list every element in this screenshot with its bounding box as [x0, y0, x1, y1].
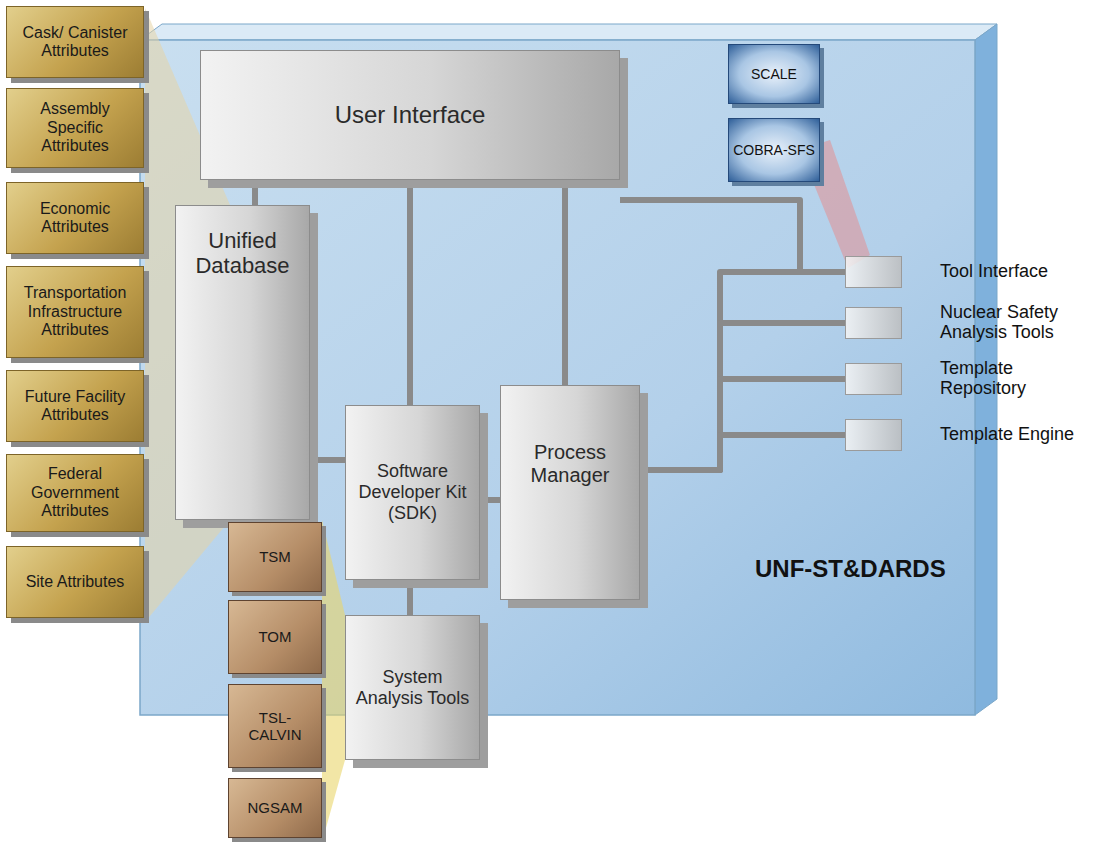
node-label: Assembly Specific Attributes	[13, 100, 137, 155]
node-label: Cask/ Canister Attributes	[13, 24, 137, 61]
tool-box: TOM	[228, 600, 322, 674]
component-box: Process Manager	[500, 385, 640, 600]
layer-block	[845, 419, 902, 451]
attribute-box: Transportation Infrastructure Attributes	[6, 266, 144, 358]
repository-layer: Template Repository	[845, 356, 1090, 402]
interface-layer: Tool Interface	[845, 255, 1090, 289]
component-box: Software Developer Kit (SDK)	[345, 405, 480, 580]
tool-box: TSM	[228, 522, 322, 592]
node-label: Template Repository	[940, 359, 1090, 399]
panel-title: UNF-ST&DARDS	[755, 555, 946, 583]
node-label: Process Manager	[509, 441, 631, 487]
tool-layer: Nuclear Safety Analysis Tools	[845, 298, 1090, 348]
node-label: Future Facility Attributes	[13, 388, 137, 425]
pipe-connector	[620, 200, 845, 272]
attribute-box: Federal Government Attributes	[6, 454, 144, 532]
node-label: TSL-CALVIN	[233, 709, 317, 744]
layer-block	[845, 307, 902, 339]
node-label: Transportation Infrastructure Attributes	[13, 284, 137, 339]
engine-layer: Template Engine	[845, 412, 1090, 458]
pipe-connector	[640, 435, 845, 470]
attribute-box: Future Facility Attributes	[6, 370, 144, 442]
pipe-connector	[640, 379, 845, 470]
tool-box: NGSAM	[228, 778, 322, 838]
node-label: Site Attributes	[26, 573, 125, 591]
node-label: User Interface	[335, 101, 486, 129]
node-label: System Analysis Tools	[354, 667, 471, 708]
tools-fan	[322, 520, 345, 842]
node-label: TOM	[258, 628, 291, 645]
pipe-connector	[252, 180, 258, 205]
pipe-connector	[480, 497, 500, 503]
node-label: Federal Government Attributes	[13, 465, 137, 520]
node-label: Nuclear Safety Analysis Tools	[940, 303, 1090, 343]
pipe-connector	[310, 457, 345, 463]
analysis-code-box: SCALE	[728, 44, 820, 104]
node-label: Unified Database	[184, 228, 301, 279]
pipe-connector	[407, 580, 413, 615]
interface-box: User Interface	[200, 50, 620, 180]
panel-top	[140, 24, 997, 40]
node-label: SCALE	[751, 66, 797, 82]
layer-block	[845, 256, 902, 288]
attribute-box: Site Attributes	[6, 546, 144, 618]
node-label: COBRA-SFS	[733, 142, 815, 158]
pipe-connector	[640, 272, 845, 470]
node-label: NGSAM	[247, 799, 302, 816]
pipe-connector	[640, 323, 845, 470]
node-label: Software Developer Kit (SDK)	[354, 461, 471, 523]
pipe-connector	[562, 180, 568, 385]
pipe-connector	[407, 180, 413, 405]
node-label: Template Engine	[940, 425, 1074, 445]
component-box: System Analysis Tools	[345, 615, 480, 760]
panel-face	[140, 40, 975, 715]
node-label: Tool Interface	[940, 262, 1048, 282]
tool-box: TSL-CALVIN	[228, 684, 322, 768]
attribute-box: Assembly Specific Attributes	[6, 88, 144, 168]
attribute-box: Cask/ Canister Attributes	[6, 6, 144, 78]
database-box: Unified Database	[175, 205, 310, 520]
layer-block	[845, 363, 902, 395]
node-label: Economic Attributes	[13, 200, 137, 237]
attribute-box: Economic Attributes	[6, 182, 144, 254]
analysis-code-box: COBRA-SFS	[728, 118, 820, 182]
node-label: TSM	[259, 548, 291, 565]
